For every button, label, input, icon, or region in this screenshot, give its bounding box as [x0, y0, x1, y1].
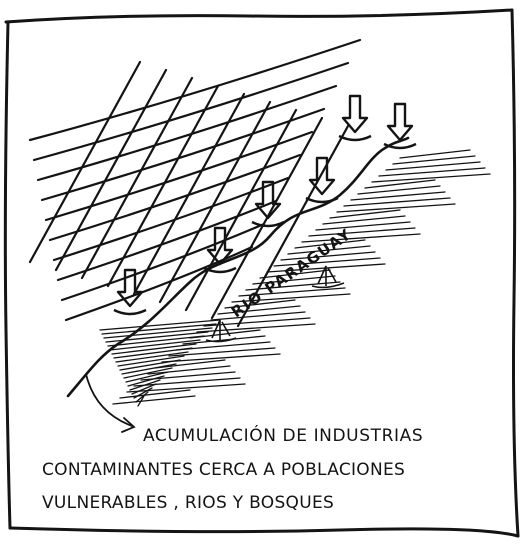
hatch-line	[273, 257, 381, 267]
hatch-line	[109, 339, 201, 351]
hatch-line	[137, 395, 145, 407]
hatch-line	[101, 323, 217, 335]
hatch-line	[133, 377, 241, 387]
hatch-line	[378, 167, 486, 177]
hatch-line	[103, 327, 213, 339]
grid-line	[56, 199, 278, 282]
grid-line	[36, 84, 338, 182]
grid-line	[28, 60, 142, 264]
hatch-line	[119, 389, 191, 399]
boat-icon	[205, 319, 237, 343]
hatch-line	[111, 343, 197, 355]
hatch-line	[115, 351, 189, 363]
hatch-line	[107, 335, 205, 347]
hatch-line	[147, 365, 231, 375]
down-arrow-icon	[338, 94, 372, 142]
pollution-arrows	[113, 94, 417, 316]
hatch-line	[112, 395, 196, 405]
hatch-line	[371, 173, 491, 183]
sketch-frame	[3, 8, 520, 538]
grid-line	[60, 222, 266, 302]
hatch-line	[161, 353, 281, 363]
grid-line	[52, 176, 290, 262]
hatch-line	[196, 323, 316, 333]
hatch-line	[238, 287, 346, 297]
hatch-line	[125, 371, 169, 383]
caption-line-2: CONTAMINANTES CERCA A POBLACIONES	[42, 460, 405, 480]
hatch-line	[301, 233, 421, 243]
down-arrow-icon	[251, 180, 285, 228]
hatch-line	[105, 331, 209, 343]
grid-line	[54, 68, 168, 272]
hatch-line	[294, 239, 366, 249]
down-arrow-icon	[305, 156, 339, 204]
hatch-line	[385, 161, 481, 171]
hatch-line	[119, 359, 181, 371]
grid-line	[40, 107, 326, 202]
hatch-line	[364, 179, 436, 189]
grid-line	[236, 124, 350, 328]
down-arrow-icon	[383, 102, 417, 150]
hatch-line	[133, 387, 153, 399]
hatch-line	[182, 335, 266, 345]
hatch-line	[210, 311, 306, 321]
hatch-line	[315, 221, 411, 231]
hatch-line	[131, 383, 157, 395]
caption-line-3: VULNERABLES , RIOS Y BOSQUES	[42, 493, 334, 513]
hatch-line	[117, 355, 185, 367]
grid-line	[44, 130, 314, 222]
caption-line-1: ACUMULACIÓN DE INDUSTRIAS	[143, 424, 423, 446]
hatch-line	[168, 347, 276, 357]
hatch-line	[259, 269, 331, 279]
hatch-line	[287, 245, 371, 255]
hatch-line	[308, 227, 416, 237]
hatch-line	[245, 281, 341, 291]
hatch-line	[203, 317, 311, 327]
grid-line	[80, 76, 194, 280]
riverbank-line	[66, 136, 410, 398]
pointer-arrow	[85, 373, 136, 433]
hatch-line	[129, 379, 161, 391]
hatch-line	[280, 251, 376, 261]
hatch-line	[399, 149, 471, 159]
hatch-line	[154, 359, 226, 369]
hatch-line	[217, 305, 301, 315]
hatch-line	[123, 367, 173, 379]
grid-line	[64, 245, 254, 322]
hatch-line	[392, 155, 476, 165]
hatch-line	[343, 197, 451, 207]
hatch-line	[121, 363, 177, 375]
hatch-line	[135, 391, 149, 403]
hatch-line	[322, 215, 406, 225]
down-arrow-icon	[113, 268, 147, 316]
hatch-line	[336, 203, 456, 213]
hatch-line	[113, 347, 193, 359]
grid-line	[106, 84, 220, 288]
hatch-line	[99, 319, 221, 331]
hatch-line	[224, 299, 296, 309]
down-arrow-icon	[203, 226, 237, 274]
grid-line	[28, 38, 362, 142]
grid-line	[32, 61, 350, 162]
boat-icon	[311, 265, 345, 289]
industrial-grid	[28, 38, 362, 328]
hatch-line	[329, 209, 401, 219]
hatch-line	[357, 185, 441, 195]
grid-line	[48, 153, 302, 242]
hatch-line	[231, 293, 351, 303]
hatch-line	[350, 191, 446, 201]
grid-line	[158, 100, 272, 304]
hatch-line	[127, 375, 165, 387]
